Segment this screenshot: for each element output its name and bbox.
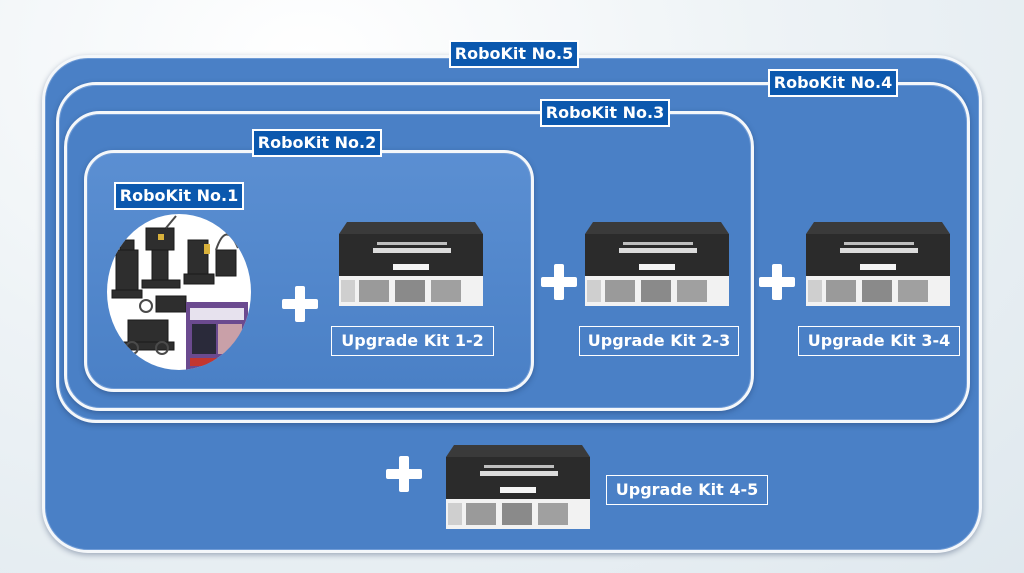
robot-kit-photo [107,214,251,370]
upgrade-kit-1-2-label: Upgrade Kit 1-2 [331,326,494,356]
robokit-4-label: RoboKit No.4 [768,69,898,97]
upgrade-kit-2-3-label: Upgrade Kit 2-3 [579,326,739,356]
robokit-5-label: RoboKit No.5 [449,40,579,68]
kit-box-icon [585,222,729,306]
robokit-2-label: RoboKit No.2 [252,129,382,157]
upgrade-kit-4-5-label: Upgrade Kit 4-5 [606,475,768,505]
plus-icon [386,456,422,492]
plus-icon [282,286,318,322]
plus-icon [541,264,577,300]
kit-box-icon [806,222,950,306]
kit-box-icon [339,222,483,306]
kit-box-icon [446,445,590,529]
robokit-3-label: RoboKit No.3 [540,99,670,127]
robokit-1-label: RoboKit No.1 [114,182,244,210]
upgrade-kit-3-4-label: Upgrade Kit 3-4 [798,326,960,356]
plus-icon [759,264,795,300]
